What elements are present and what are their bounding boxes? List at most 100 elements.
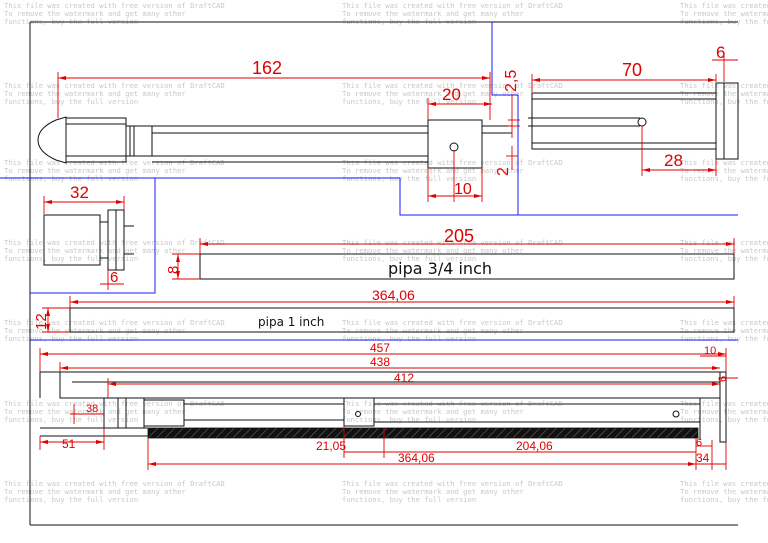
dim-12: 12 bbox=[33, 313, 50, 330]
svg-text:To remove the watermark and ge: To remove the watermark and get many oth… bbox=[4, 246, 186, 255]
svg-text:This file was created with fre: This file was created with free version … bbox=[4, 318, 225, 327]
svg-text:To remove the watermark and ge: To remove the watermark and get many oth… bbox=[680, 246, 768, 255]
drawing-frame bbox=[29, 21, 738, 526]
dimension-arrows bbox=[40, 76, 734, 466]
svg-text:This file was created with fre: This file was created with free version … bbox=[342, 158, 563, 167]
dim-8: 8 bbox=[165, 266, 182, 274]
svg-text:This file was created with fre: This file was created with free version … bbox=[342, 238, 563, 247]
svg-text:functions, buy the full versio: functions, buy the full version bbox=[680, 254, 768, 263]
svg-text:functions, buy the full versio: functions, buy the full version bbox=[4, 97, 138, 106]
svg-text:To remove the watermark and ge: To remove the watermark and get many oth… bbox=[4, 326, 186, 335]
svg-text:This file was created with fre: This file was created with free version … bbox=[342, 479, 563, 488]
svg-text:To remove the watermark and ge: To remove the watermark and get many oth… bbox=[342, 407, 524, 416]
svg-text:This file was created with fre: This file was created with free version … bbox=[4, 81, 225, 90]
svg-text:This file was created with fre: This file was created with free version … bbox=[342, 1, 563, 10]
dim-6-top: 6 bbox=[716, 43, 725, 62]
svg-text:functions, buy the full versio: functions, buy the full version bbox=[342, 334, 476, 343]
svg-text:functions, buy the full versio: functions, buy the full version bbox=[342, 97, 476, 106]
watermark-block: This file was created with free version … bbox=[342, 81, 563, 106]
dim-10: 10 bbox=[454, 181, 472, 198]
dim-51: 51 bbox=[62, 437, 76, 451]
dim-412: 412 bbox=[394, 371, 414, 385]
dim-70: 70 bbox=[622, 60, 642, 80]
svg-text:To remove the watermark and ge: To remove the watermark and get many oth… bbox=[680, 9, 768, 18]
watermark-block: This file was created with free version … bbox=[680, 158, 768, 183]
pipe-3-4-body bbox=[199, 253, 735, 280]
dim-10-right: 10 bbox=[704, 345, 716, 357]
detail-32 bbox=[43, 209, 134, 271]
dimension-texts: 162 20 2,5 2 10 70 6 28 32 6 205 8 364,0… bbox=[33, 43, 729, 465]
watermark-block: This file was created with free version … bbox=[342, 479, 563, 504]
svg-text:To remove the watermark and ge: To remove the watermark and get many oth… bbox=[342, 487, 524, 496]
dim-6-bottom: 6 bbox=[696, 437, 702, 449]
dim-457: 457 bbox=[370, 341, 390, 355]
pipe-1: pipa 1 inch bbox=[69, 307, 735, 333]
svg-text:functions, buy the full versio: functions, buy the full version bbox=[680, 495, 768, 504]
section-boundaries bbox=[0, 22, 738, 341]
svg-text:functions, buy the full versio: functions, buy the full version bbox=[4, 415, 138, 424]
watermark-block: This file was created with free version … bbox=[4, 238, 225, 263]
dim-28: 28 bbox=[664, 151, 683, 170]
dim-34: 34 bbox=[696, 451, 710, 465]
svg-text:To remove the watermark and ge: To remove the watermark and get many oth… bbox=[4, 487, 186, 496]
watermark-block: This file was created with free version … bbox=[4, 318, 225, 343]
svg-text:functions, buy the full versio: functions, buy the full version bbox=[4, 254, 138, 263]
svg-text:functions, buy the full versio: functions, buy the full version bbox=[680, 334, 768, 343]
dim-21-05: 21,05 bbox=[316, 439, 346, 453]
watermark-block: This file was created with free version … bbox=[4, 479, 225, 504]
svg-text:functions, buy the full versio: functions, buy the full version bbox=[680, 174, 768, 183]
watermark-block: This file was created with free version … bbox=[680, 238, 768, 263]
watermark-block: This file was created with free version … bbox=[680, 479, 768, 504]
svg-text:This file was created with fre: This file was created with free version … bbox=[680, 238, 768, 247]
bottom-assembly bbox=[39, 371, 727, 443]
watermark-block: This file was created with free version … bbox=[680, 318, 768, 343]
svg-text:This file was created with fre: This file was created with free version … bbox=[342, 318, 563, 327]
svg-text:This file was created with fre: This file was created with free version … bbox=[680, 158, 768, 167]
svg-text:functions, buy the full versio: functions, buy the full version bbox=[4, 495, 138, 504]
svg-text:To remove the watermark and ge: To remove the watermark and get many oth… bbox=[342, 326, 524, 335]
svg-text:functions, buy the full versio: functions, buy the full version bbox=[342, 495, 476, 504]
dim-6-small: 6 bbox=[110, 269, 118, 286]
svg-text:To remove the watermark and ge: To remove the watermark and get many oth… bbox=[4, 89, 186, 98]
svg-text:To remove the watermark and ge: To remove the watermark and get many oth… bbox=[680, 326, 768, 335]
dimension-lines bbox=[39, 54, 738, 470]
svg-text:This file was created with fre: This file was created with free version … bbox=[4, 479, 225, 488]
dim-364-06-bottom: 364,06 bbox=[398, 451, 435, 465]
watermark-block: This file was created with free version … bbox=[4, 399, 225, 424]
svg-text:To remove the watermark and ge: To remove the watermark and get many oth… bbox=[4, 166, 186, 175]
svg-text:To remove the watermark and ge: To remove the watermark and get many oth… bbox=[342, 166, 524, 175]
svg-text:This file was created with fre: This file was created with free version … bbox=[680, 399, 768, 408]
svg-text:functions, buy the full versio: functions, buy the full version bbox=[680, 415, 768, 424]
svg-text:To remove the watermark and ge: To remove the watermark and get many oth… bbox=[680, 487, 768, 496]
watermark-block: This file was created with free version … bbox=[342, 399, 563, 424]
detail-70 bbox=[528, 82, 739, 160]
svg-text:This file was created with fre: This file was created with free version … bbox=[4, 399, 225, 408]
svg-text:functions, buy the full versio: functions, buy the full version bbox=[342, 415, 476, 424]
dim-364-06-top: 364,06 bbox=[372, 287, 415, 303]
pipe-3-4-label: pipa 3/4 inch bbox=[388, 259, 492, 278]
svg-text:functions, buy the full versio: functions, buy the full version bbox=[4, 334, 138, 343]
watermark-block: This file was created with free version … bbox=[680, 399, 768, 424]
dim-20: 20 bbox=[442, 85, 461, 104]
watermark-block: This file was created with free version … bbox=[342, 238, 563, 263]
svg-text:To remove the watermark and ge: To remove the watermark and get many oth… bbox=[680, 407, 768, 416]
svg-text:To remove the watermark and ge: To remove the watermark and get many oth… bbox=[342, 246, 524, 255]
svg-text:This file was created with fre: This file was created with free version … bbox=[4, 238, 225, 247]
dim-204-06: 204,06 bbox=[516, 439, 553, 453]
svg-text:functions, buy the full versio: functions, buy the full version bbox=[342, 174, 476, 183]
dim-2: 2 bbox=[495, 167, 512, 176]
watermark-block: This file was created with free version … bbox=[4, 81, 225, 106]
dim-162: 162 bbox=[252, 58, 282, 78]
pipe-1-body bbox=[69, 307, 735, 333]
dim-438: 438 bbox=[370, 355, 390, 369]
dim-205: 205 bbox=[444, 226, 474, 246]
svg-text:To remove the watermark and ge: To remove the watermark and get many oth… bbox=[342, 89, 524, 98]
svg-text:To remove the watermark and ge: To remove the watermark and get many oth… bbox=[680, 166, 768, 175]
svg-text:This file was created with fre: This file was created with free version … bbox=[4, 1, 225, 10]
pipe-1-label: pipa 1 inch bbox=[258, 315, 324, 329]
svg-text:To remove the watermark and ge: To remove the watermark and get many oth… bbox=[342, 9, 524, 18]
svg-text:This file was created with fre: This file was created with free version … bbox=[680, 318, 768, 327]
top-assembly bbox=[37, 116, 512, 169]
svg-text:This file was created with fre: This file was created with free version … bbox=[680, 479, 768, 488]
